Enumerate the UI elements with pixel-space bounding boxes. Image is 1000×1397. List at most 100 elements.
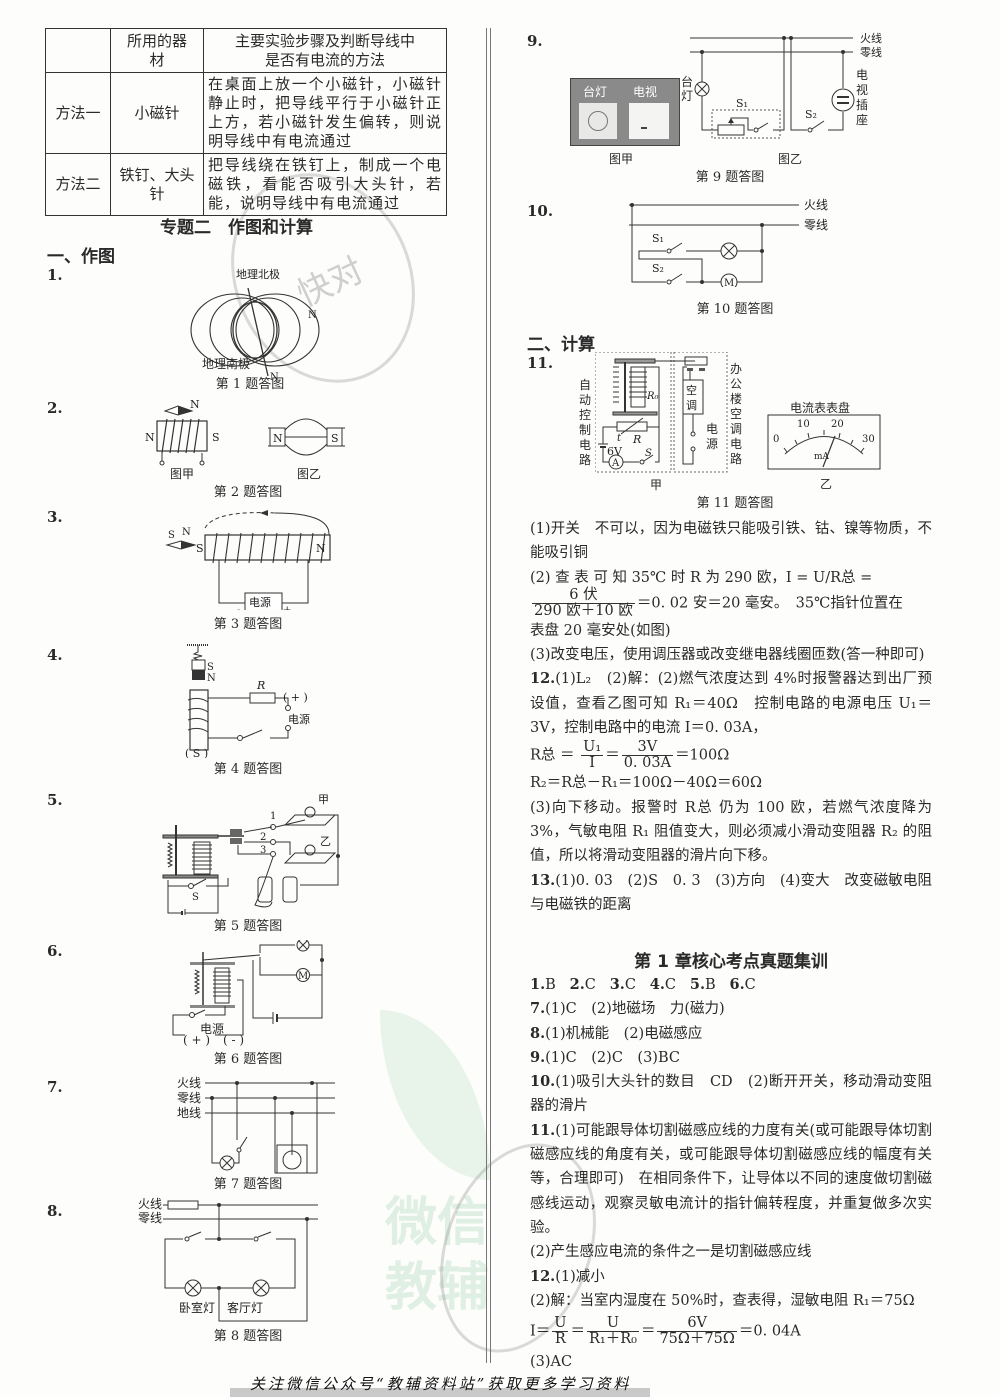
column-divider [486, 28, 491, 1363]
svg-text:S: S [192, 892, 199, 903]
figure-label: ( + ) [183, 1033, 211, 1047]
svg-text:乙: 乙 [320, 835, 331, 848]
answer-line: (3)AC [530, 1354, 573, 1371]
figure-caption: 第 2 题答图 [213, 485, 283, 500]
answers-chapter: 1.B 2.C 3.C 4.C 5.B 6.C 7.(1)C (2)地磁场 力(… [530, 973, 932, 1374]
question-number: 2. [47, 399, 63, 417]
figure-caption: 第 8 题答图 [213, 1329, 283, 1344]
question-number: 10. [527, 202, 554, 220]
figure-q10-circuit: 火线 零线 S₂ M S₁ [629, 198, 828, 287]
footer-band [230, 1388, 650, 1397]
svg-text:S: S [331, 432, 339, 445]
svg-text:1: 1 [270, 811, 276, 822]
svg-text:6V: 6V [607, 445, 623, 458]
footer-handwritten-note: 关注微信公众号“教辅资料站”获取更多学习资料 [250, 1375, 632, 1393]
answer-q11: 11.(1)可能跟导体切割磁感应线的力度有关(或可能跟导体切割磁感应线的角度有关… [530, 1121, 932, 1236]
svg-text:R₀: R₀ [646, 391, 659, 402]
svg-text:空: 空 [686, 383, 697, 397]
svg-text:卧室灯: 卧室灯 [179, 1300, 215, 1315]
figure-label-office-ac: 办公楼空调电路 [730, 362, 743, 466]
figure-caption: 第 6 题答图 [213, 1052, 283, 1067]
figure-label-tv-socket: 电视插座 [856, 68, 869, 127]
figure-caption: 第 11 题答图 [696, 496, 774, 511]
answer-line: (3)向下移动。报警时 R总 仍为 100 欧，若燃气浓度降为 3%，气敏电阻 … [530, 799, 932, 865]
svg-text:( S ): ( S ) [185, 747, 208, 758]
svg-text:+: + [283, 605, 291, 610]
svg-text:S₁: S₁ [736, 97, 748, 110]
svg-text:客厅灯: 客厅灯 [227, 1300, 263, 1315]
svg-text:A: A [611, 458, 620, 469]
svg-text:地理北极: 地理北极 [236, 268, 280, 281]
figure-sublabel: 图甲 [170, 467, 195, 481]
question-number: 11. [527, 354, 554, 372]
figure-sublabel: 甲 [650, 478, 663, 492]
section-heading-calc: 二、计算 [527, 335, 595, 355]
svg-text:N: N [273, 432, 283, 445]
svg-text:甲: 甲 [318, 793, 329, 806]
table-cell-method: 方法二 [45, 153, 111, 216]
question-number: 4. [47, 646, 63, 664]
svg-text:20: 20 [831, 419, 844, 430]
figure-label-power: 电源 [706, 422, 719, 451]
svg-text:零线: 零线 [804, 218, 828, 232]
table-row: 方法二 铁钉、大头针 把导线绕在铁钉上，制成一个电磁铁，看能否吸引大头针，若能，… [45, 153, 447, 216]
tv-socket-plate [629, 103, 669, 139]
table-row: 方法一 小磁针 在桌面上放一个小磁针，小磁针静止时，把导线平行于小磁针正上方，若… [45, 72, 447, 154]
figure-sublabel: 乙 [820, 477, 833, 491]
figure-caption: 第 1 题答图 [215, 377, 285, 392]
figure-sublabel: 图甲 [609, 152, 634, 166]
question-number: 1. [47, 266, 63, 284]
svg-text:调: 调 [686, 399, 697, 412]
svg-text:火线: 火线 [138, 1197, 162, 1211]
answer-q7: 7.(1)C (2)地磁场 力(磁力) [530, 1000, 725, 1018]
answer-line: (2) 查 表 可 知 35℃ 时 R 为 290 欧，I = U/R总 = [530, 569, 873, 586]
answer-line: (1)开关 不可以，因为电磁铁只能吸引铁、钴、镍等物质，不能吸引铜 [530, 521, 932, 562]
figure-q11-relay-ac: A R₀ R t 6V S 空调 [595, 352, 728, 473]
figure-caption: 第 7 题答图 [213, 1177, 283, 1192]
answer-mcq-line: 1.B 2.C 3.C 4.C 5.B 6.C [530, 976, 756, 993]
svg-text:N: N [270, 372, 279, 383]
figure-label-auto-ctrl: 自动控制电路 [579, 378, 592, 467]
figure-sublabel: 图乙 [297, 467, 322, 481]
question-number: 6. [47, 942, 63, 960]
figure-q8-lights-circuit: 火线 零线 卧室灯 客厅灯 [138, 1197, 318, 1322]
figure-q6-relay-motor: M [172, 940, 324, 1036]
table-cell-steps: 在桌面上放一个小磁针，小磁针静止时，把导线平行于小磁针正上方，若小磁针发生偏转，… [203, 72, 447, 154]
table-header-blank [45, 28, 111, 73]
table-cell-equipment: 小磁针 [110, 72, 204, 154]
svg-text:火线: 火线 [804, 198, 828, 212]
figure-q7-household-circuit: 火线 零线 地线 [177, 1076, 335, 1174]
figure-sublabel: 图乙 [778, 152, 803, 166]
svg-text:t: t [617, 433, 622, 444]
svg-text:-: - [237, 605, 240, 610]
svg-text:S: S [168, 530, 175, 541]
svg-text:火线: 火线 [860, 31, 882, 45]
svg-text:M: M [724, 278, 734, 287]
figure-caption: 第 3 题答图 [213, 617, 283, 632]
svg-text:电源: 电源 [288, 712, 310, 726]
svg-text:电源: 电源 [249, 595, 271, 609]
question-number: 3. [47, 508, 63, 526]
figure-q4-electromagnet: SN R ( + ) 电源 ( S ) [185, 644, 310, 758]
answer-line: (2)解：当室内湿度在 50%时，查表得，湿敏电阻 R₁＝75Ω [530, 1292, 915, 1309]
svg-text:M: M [298, 971, 308, 982]
methods-table: 所用的器材 主要实验步骤及判断导线中是否有电流的方法 方法一 小磁针 在桌面上放… [45, 28, 447, 216]
svg-text:R: R [632, 433, 641, 446]
table-header-steps: 主要实验步骤及判断导线中是否有电流的方法 [203, 28, 447, 73]
svg-text:N: N [182, 527, 191, 538]
svg-text:零线: 零线 [138, 1211, 162, 1225]
figure-q3-solenoid-circuit: 电源 -+ SN SN [165, 510, 331, 610]
svg-text:N: N [316, 542, 326, 555]
svg-text:S: S [196, 542, 204, 555]
section-heading-drawing: 一、作图 [47, 247, 115, 267]
answer-q12: 12.(1)L₂ (2)解：(2)燃气浓度达到 4%时报警器达到出厂预设值，查看… [530, 670, 932, 737]
question-number: 8. [47, 1202, 63, 1220]
figure-q5-relay-circuit: 123 甲 乙 S [162, 793, 340, 915]
svg-text:2: 2 [260, 832, 266, 843]
watermark-text-1: 微信 [385, 1193, 490, 1253]
answer-line: 表盘 20 毫安处(如图) [530, 622, 671, 639]
